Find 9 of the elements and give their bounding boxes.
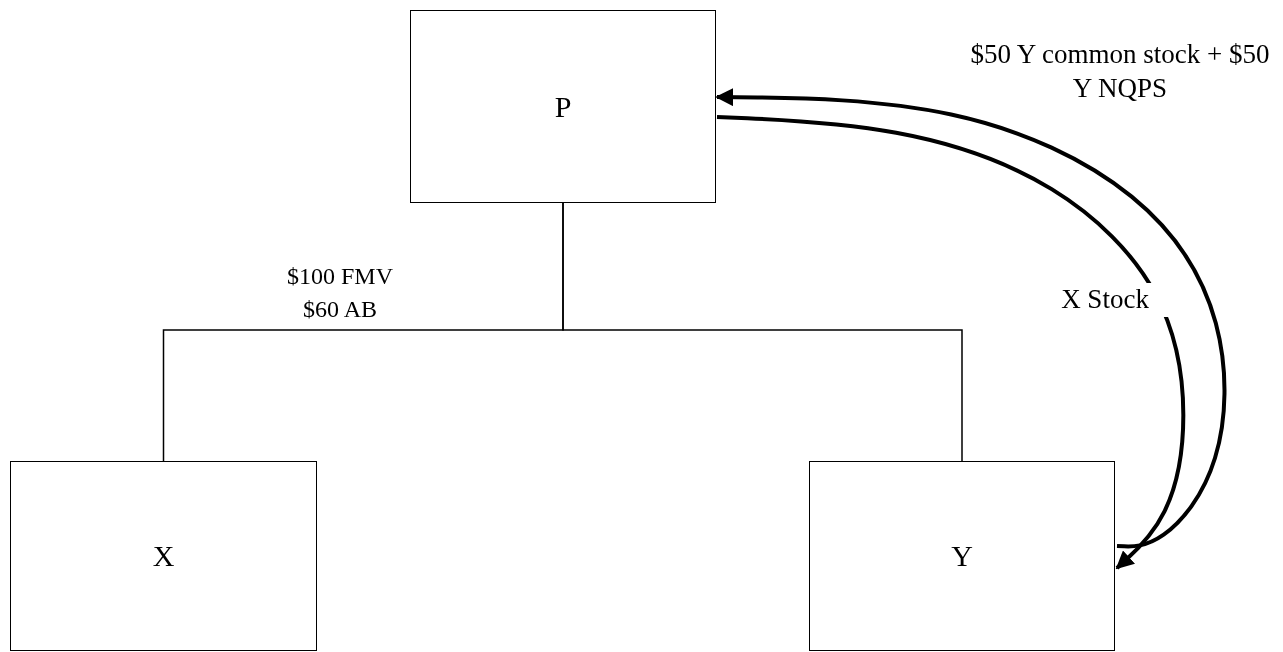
connector-line xyxy=(562,202,963,462)
entity-box xyxy=(10,461,317,651)
entity-box xyxy=(809,461,1115,651)
curved-arrow xyxy=(715,88,1227,549)
entity-name: Y xyxy=(951,539,973,573)
entity-name: P xyxy=(554,89,572,124)
entity-name: X xyxy=(152,539,175,573)
curved-arrow xyxy=(716,115,1186,570)
entity-box xyxy=(410,10,716,203)
